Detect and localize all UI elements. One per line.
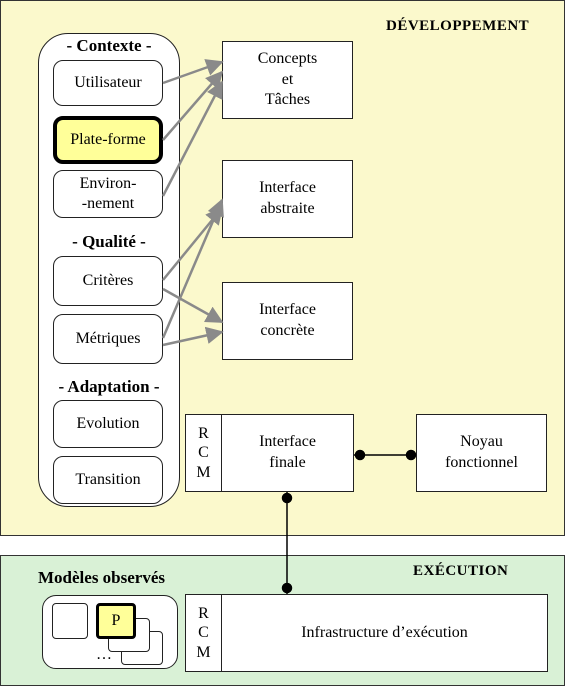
- box-noyau-fonctionnel[interactable]: Noyau fonctionnel: [416, 414, 547, 492]
- box-infrastructure-execution[interactable]: Infrastructure d’exécution: [221, 594, 548, 672]
- box-interface-abstraite[interactable]: Interface abstraite: [222, 160, 353, 238]
- rcm-column-final: R C M: [185, 414, 222, 492]
- item-evolution[interactable]: Evolution: [53, 400, 163, 448]
- observed-model-card: [52, 603, 88, 639]
- item-metriques[interactable]: Métriques: [53, 314, 163, 364]
- rcm-column-infrastructure: R C M: [185, 594, 222, 672]
- rcm-c: C: [198, 624, 209, 642]
- box-concepts-taches[interactable]: Concepts et Tâches: [222, 41, 353, 119]
- rcm-m: M: [196, 643, 211, 661]
- item-plate-forme[interactable]: Plate-forme: [53, 116, 163, 164]
- box-interface-concrete[interactable]: Interface concrète: [222, 282, 353, 360]
- box-interface-finale[interactable]: Interface finale: [221, 414, 354, 492]
- rcm-m: M: [196, 463, 211, 481]
- item-environnement[interactable]: Environ- -nement: [53, 170, 163, 218]
- item-criteres[interactable]: Critères: [53, 256, 163, 306]
- quality-title: - Qualité -: [72, 232, 146, 251]
- observed-more: …: [96, 646, 112, 663]
- adaptation-title: - Adaptation -: [58, 377, 160, 396]
- observed-model-selected[interactable]: P: [96, 603, 136, 639]
- rcm-r: R: [198, 604, 209, 622]
- rcm-r: R: [198, 424, 209, 442]
- execution-title: EXÉCUTION: [413, 563, 509, 579]
- item-utilisateur[interactable]: Utilisateur: [53, 60, 163, 106]
- development-title: DÉVELOPPEMENT: [386, 18, 530, 34]
- rcm-c: C: [198, 444, 209, 462]
- context-title: - Contexte -: [66, 36, 152, 55]
- observed-models-title: Modèles observés: [38, 568, 166, 587]
- item-transition[interactable]: Transition: [53, 456, 163, 504]
